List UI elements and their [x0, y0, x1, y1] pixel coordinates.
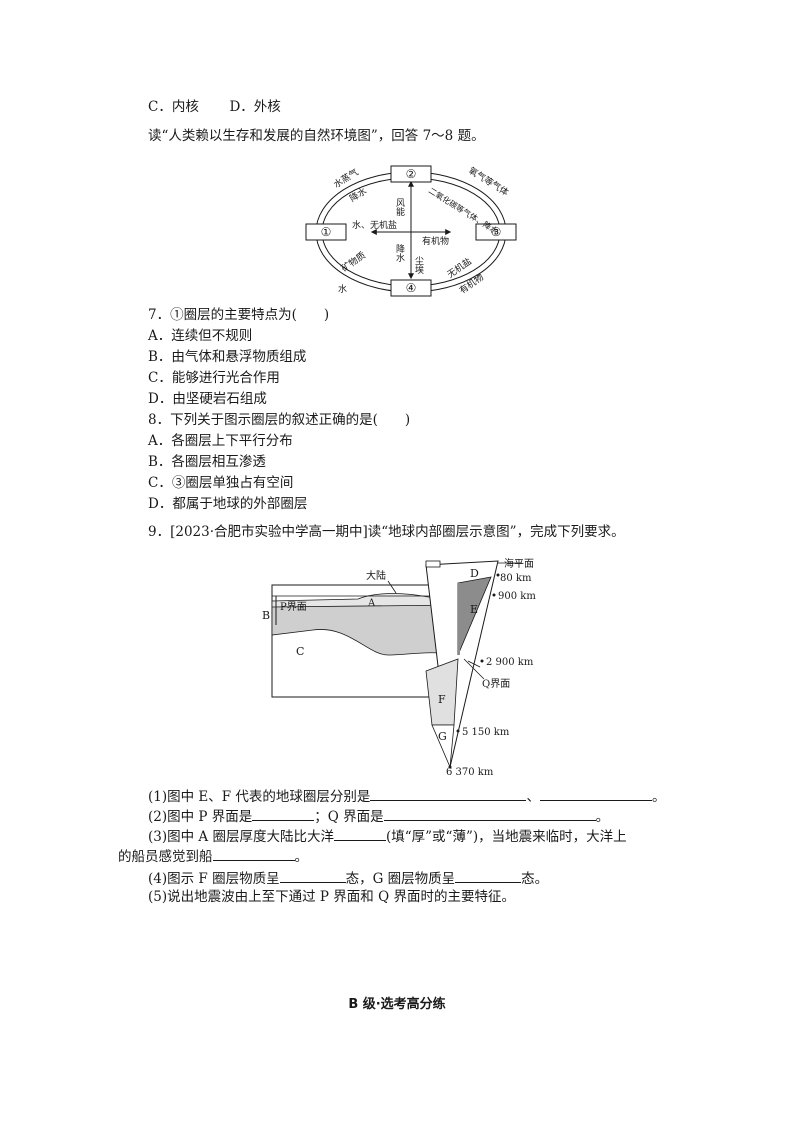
box-3-label: ③	[491, 225, 502, 239]
answer-blank-q[interactable]	[383, 806, 596, 821]
q9-s4: (4)图示 F 圈层物质呈态，G 圈层物质呈态。	[148, 868, 548, 888]
label-organic-right: 有机物	[422, 235, 449, 247]
continent-label: 大陆	[366, 569, 386, 582]
q7-option-a[interactable]: A．连续但不规则	[148, 328, 253, 344]
label-e: E	[470, 603, 478, 616]
depth-6370: 6 370 km	[446, 767, 494, 778]
label-water-vapor: 水蒸气	[331, 166, 360, 190]
label-water-salt: 水、无机盐	[352, 219, 397, 231]
box-2-label: ②	[406, 167, 417, 181]
q9-s3-cont: 的船员感觉到船。	[118, 846, 308, 866]
box-1-label: ①	[321, 225, 332, 239]
q7-option-d[interactable]: D．由坚硬岩石组成	[148, 391, 267, 407]
label-co2: 二氧化碳等气体、降水	[427, 185, 500, 236]
p-interface-label: P界面	[280, 601, 307, 613]
label-d: D	[470, 567, 479, 580]
q9-s5: (5)说出地震波由上至下通过 P 界面和 Q 界面时的主要特征。	[148, 889, 515, 905]
intro-7-8: 读“人类赖以生存和发展的自然环境图”，回答 7～8 题。	[148, 128, 485, 144]
box-4-label: ④	[406, 281, 417, 295]
label-f: F	[438, 693, 446, 706]
answer-blank-f[interactable]	[539, 786, 652, 801]
sea-level-label: 海平面	[504, 557, 534, 570]
box-3	[475, 223, 517, 241]
label-precip-center: 降水	[394, 243, 405, 262]
q9-stem: 9．[2023·合肥市实验中学高一期中]读“地球内部圈层示意图”，完成下列要求。	[148, 524, 625, 540]
depth-5150: 5 150 km	[462, 727, 510, 738]
label-c: C	[296, 645, 304, 658]
box-2	[390, 165, 432, 183]
answer-blank-p[interactable]	[252, 806, 315, 821]
q7-option-b[interactable]: B．由气体和悬浮物质组成	[148, 349, 307, 365]
q7-option-c[interactable]: C．能够进行光合作用	[148, 370, 280, 386]
q8-option-d[interactable]: D．都属于地球的外部圈层	[148, 496, 308, 512]
q9-s1: (1)图中 E、F 代表的地球圈层分别是、。	[148, 786, 665, 806]
q6-options: C．内核 D．外核	[148, 98, 281, 116]
label-precip-top-left: 降水	[347, 185, 369, 205]
q6-option-c: C．内核	[148, 99, 199, 115]
answer-blank-e[interactable]	[370, 786, 527, 801]
box-4	[390, 279, 432, 297]
answer-blank-g-state[interactable]	[455, 868, 522, 883]
environment-cycle-diagram: ② ① ③ ④ 水蒸气 降水 氧气等气体 二氧化碳等气体、降水 风能 水、无机盐…	[305, 164, 517, 297]
box-1	[305, 223, 347, 241]
q9-s3: (3)图中 A 圈层厚度大陆比大洋(填“厚”或“薄”)，当地震来临时，大洋上	[148, 826, 627, 846]
label-inorganic-salt: 无机盐	[445, 255, 474, 280]
label-b: B	[262, 609, 270, 622]
label-minerals: 矿物质	[339, 249, 368, 274]
q-interface-label: Q界面	[482, 678, 510, 690]
earth-interior-diagram: B P界面 A 大陆 大洋 C D E F G 海平面 80 km 900 km…	[262, 557, 536, 778]
section-b-heading: B 级·选考高分练	[348, 997, 446, 1012]
answer-blank-ship[interactable]	[212, 846, 295, 861]
q8-option-a[interactable]: A．各圈层上下平行分布	[148, 433, 293, 449]
depth-80: 80 km	[500, 573, 532, 584]
answer-blank-f-state[interactable]	[279, 868, 346, 883]
depth-2900: 2 900 km	[486, 657, 534, 668]
q9-s2: (2)图中 P 界面是；Q 界面是。	[148, 806, 609, 826]
label-dust: 尘埃	[413, 256, 424, 275]
q6-option-d: D．外核	[229, 99, 281, 115]
q8-option-c[interactable]: C．③圈层单独占有空间	[148, 475, 294, 491]
label-organic-bottom: 有机物	[457, 271, 486, 296]
label-g: G	[438, 730, 447, 743]
q8-option-b[interactable]: B．各圈层相互渗透	[148, 454, 266, 470]
depth-900: 900 km	[498, 591, 536, 602]
q7-stem: 7．①圈层的主要特点为( )	[148, 307, 330, 323]
label-water-bottom: 水	[338, 283, 347, 295]
answer-blank-thickness[interactable]	[333, 826, 386, 841]
label-wind: 风能	[394, 198, 405, 217]
label-a: A	[367, 598, 376, 609]
q8-stem: 8．下列关于图示圈层的叙述正确的是( )	[148, 412, 411, 428]
